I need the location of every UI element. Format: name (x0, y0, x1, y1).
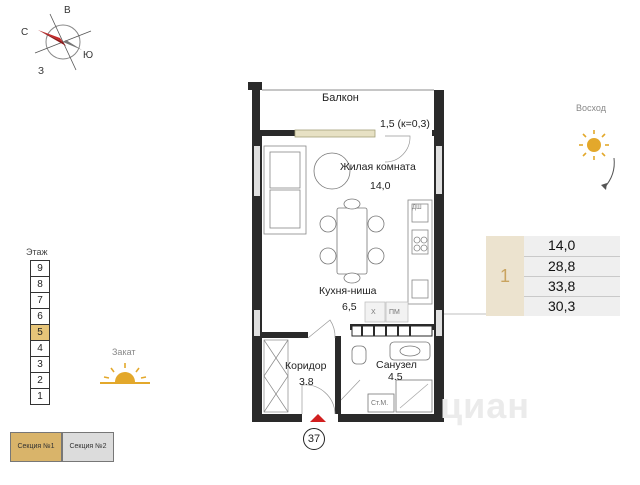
area-table: 1 14,0 28,8 33,8 30,3 (486, 236, 620, 316)
kitchen-counter (407, 199, 433, 305)
section-switcher: Секция №1 Секция №2 (10, 432, 114, 462)
wardrobe (263, 339, 289, 413)
corridor-area: 3.8 (299, 376, 314, 388)
section-1-button[interactable]: Секция №1 (10, 432, 62, 462)
floor-item-8[interactable]: 8 (30, 276, 50, 293)
corridor-label: Коридор (285, 360, 327, 372)
sunset-label: Закат (112, 347, 136, 357)
watermark: циан (440, 385, 531, 426)
compass: С В Ю З (20, 0, 105, 82)
floor-item-1[interactable]: 1 (30, 388, 50, 405)
floor-item-7[interactable]: 7 (30, 292, 50, 309)
area-leader-line (444, 313, 486, 315)
area-total-living: 28,8 (524, 256, 620, 274)
area-index: 1 (486, 236, 524, 316)
balcony-label: Балкон (322, 92, 359, 104)
sunset-icon (100, 363, 150, 384)
kitchen-area: 6,5 (342, 301, 357, 313)
washer-label: Ст.М. (371, 400, 389, 407)
kitchen-label: Кухня-ниша (319, 285, 377, 297)
compass-icon (34, 13, 92, 71)
floor-selector-title: Этаж (26, 247, 48, 257)
area-total-no-balcony: 30,3 (524, 296, 620, 314)
appliance-label: ДШ (412, 205, 422, 211)
floor-selector: 9 8 7 6 5 4 3 2 1 (30, 260, 50, 405)
bathroom-fixtures (351, 341, 433, 413)
fridge-label: Х (371, 309, 376, 316)
entrance-arrow (310, 414, 326, 422)
compass-south-label: Ю (83, 50, 94, 61)
floor-item-4[interactable]: 4 (30, 340, 50, 357)
area-living: 14,0 (548, 237, 576, 253)
balcony-area: 1,5 (к=0,3) (380, 118, 430, 130)
apartment-number-badge: 37 (303, 428, 325, 450)
living-room-area: 14,0 (370, 180, 391, 192)
dining-set (319, 198, 385, 284)
compass-north-label: С (21, 27, 29, 38)
side-window-right (436, 146, 442, 194)
section-2-button[interactable]: Секция №2 (62, 432, 114, 462)
bathroom-label: Санузел (376, 359, 417, 371)
floor-item-3[interactable]: 3 (30, 356, 50, 373)
area-total: 33,8 (524, 276, 620, 294)
living-room-label: Жилая комната (340, 161, 416, 173)
floor-item-9[interactable]: 9 (30, 260, 50, 277)
bathroom-area: 4.5 (388, 371, 403, 383)
sofa (263, 145, 307, 235)
compass-west-label: З (38, 66, 45, 77)
floor-item-6[interactable]: 6 (30, 308, 50, 325)
floor-item-2[interactable]: 2 (30, 372, 50, 389)
floor-plan (248, 82, 444, 422)
window (294, 129, 376, 138)
dishwasher-label: ПМ (389, 309, 400, 316)
sunrise-label: Восход (576, 103, 606, 113)
compass-east-label: В (64, 5, 71, 16)
sunrise-icon (579, 130, 615, 190)
round-table (313, 152, 351, 190)
floor-item-5-active[interactable]: 5 (30, 324, 50, 341)
side-window (254, 146, 260, 196)
